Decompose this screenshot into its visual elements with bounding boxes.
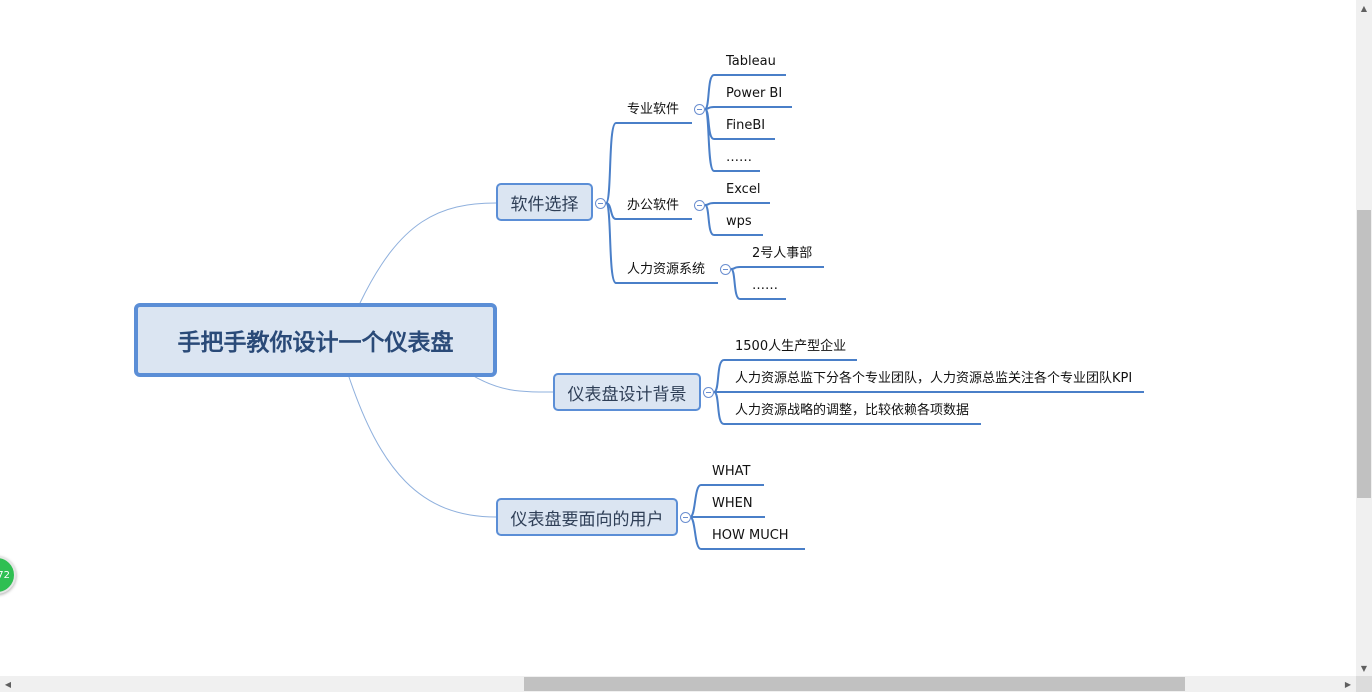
mindmap-canvas[interactable]: 手把手教你设计一个仪表盘 软件选择 仪表盘设计背景 仪表盘要面向的用户 专业软件… bbox=[0, 0, 1356, 676]
connector-lines bbox=[347, 74, 1144, 550]
leaf-background-3[interactable]: 人力资源战略的调整，比较依赖各项数据 bbox=[735, 403, 970, 418]
horizontal-scrollbar[interactable]: ◀ ▶ bbox=[0, 676, 1356, 692]
leaf-tableau[interactable]: Tableau bbox=[726, 54, 776, 69]
subtopic-office-software[interactable]: 办公软件 bbox=[627, 198, 680, 213]
leaf-wps[interactable]: wps bbox=[726, 214, 752, 229]
scroll-up-icon[interactable]: ▲ bbox=[1360, 3, 1368, 13]
vertical-scroll-thumb[interactable] bbox=[1357, 210, 1371, 498]
scrollbar-corner bbox=[1356, 676, 1372, 692]
scroll-left-icon[interactable]: ◀ bbox=[4, 679, 12, 689]
scroll-down-icon[interactable]: ▼ bbox=[1360, 663, 1368, 673]
vertical-scrollbar[interactable]: ▲ ▼ bbox=[1356, 0, 1372, 676]
leaf-background-1[interactable]: 1500人生产型企业 bbox=[735, 339, 847, 354]
leaf-ellipsis[interactable]: …… bbox=[752, 278, 778, 293]
root-topic[interactable]: 手把手教你设计一个仪表盘 bbox=[134, 303, 497, 377]
leaf-background-2[interactable]: 人力资源总监下分各个专业团队，人力资源总监关注各个专业团队KPI bbox=[735, 371, 1133, 386]
leaf-how-much[interactable]: HOW MUCH bbox=[712, 528, 789, 543]
horizontal-scroll-thumb[interactable] bbox=[524, 677, 1185, 691]
topic-dashboard-background[interactable]: 仪表盘设计背景 bbox=[553, 373, 701, 411]
topic-software-choice[interactable]: 软件选择 bbox=[496, 183, 593, 221]
collapse-icon[interactable] bbox=[703, 387, 714, 398]
leaf-hr-dept-2[interactable]: 2号人事部 bbox=[752, 246, 813, 261]
collapse-icon[interactable] bbox=[694, 104, 705, 115]
leaf-what[interactable]: WHAT bbox=[712, 464, 751, 479]
leaf-finebi[interactable]: FineBI bbox=[726, 118, 766, 133]
subtopic-hr-system[interactable]: 人力资源系统 bbox=[627, 262, 706, 277]
topic-dashboard-users[interactable]: 仪表盘要面向的用户 bbox=[496, 498, 678, 536]
leaf-excel[interactable]: Excel bbox=[726, 182, 761, 197]
leaf-ellipsis[interactable]: …… bbox=[726, 150, 752, 165]
collapse-icon[interactable] bbox=[680, 512, 691, 523]
subtopic-professional-software[interactable]: 专业软件 bbox=[627, 102, 680, 117]
scroll-right-icon[interactable]: ▶ bbox=[1344, 679, 1352, 689]
collapse-icon[interactable] bbox=[720, 264, 731, 275]
leaf-when[interactable]: WHEN bbox=[712, 496, 753, 511]
collapse-icon[interactable] bbox=[694, 200, 705, 211]
leaf-power-bi[interactable]: Power BI bbox=[726, 86, 783, 101]
collapse-icon[interactable] bbox=[595, 198, 606, 209]
